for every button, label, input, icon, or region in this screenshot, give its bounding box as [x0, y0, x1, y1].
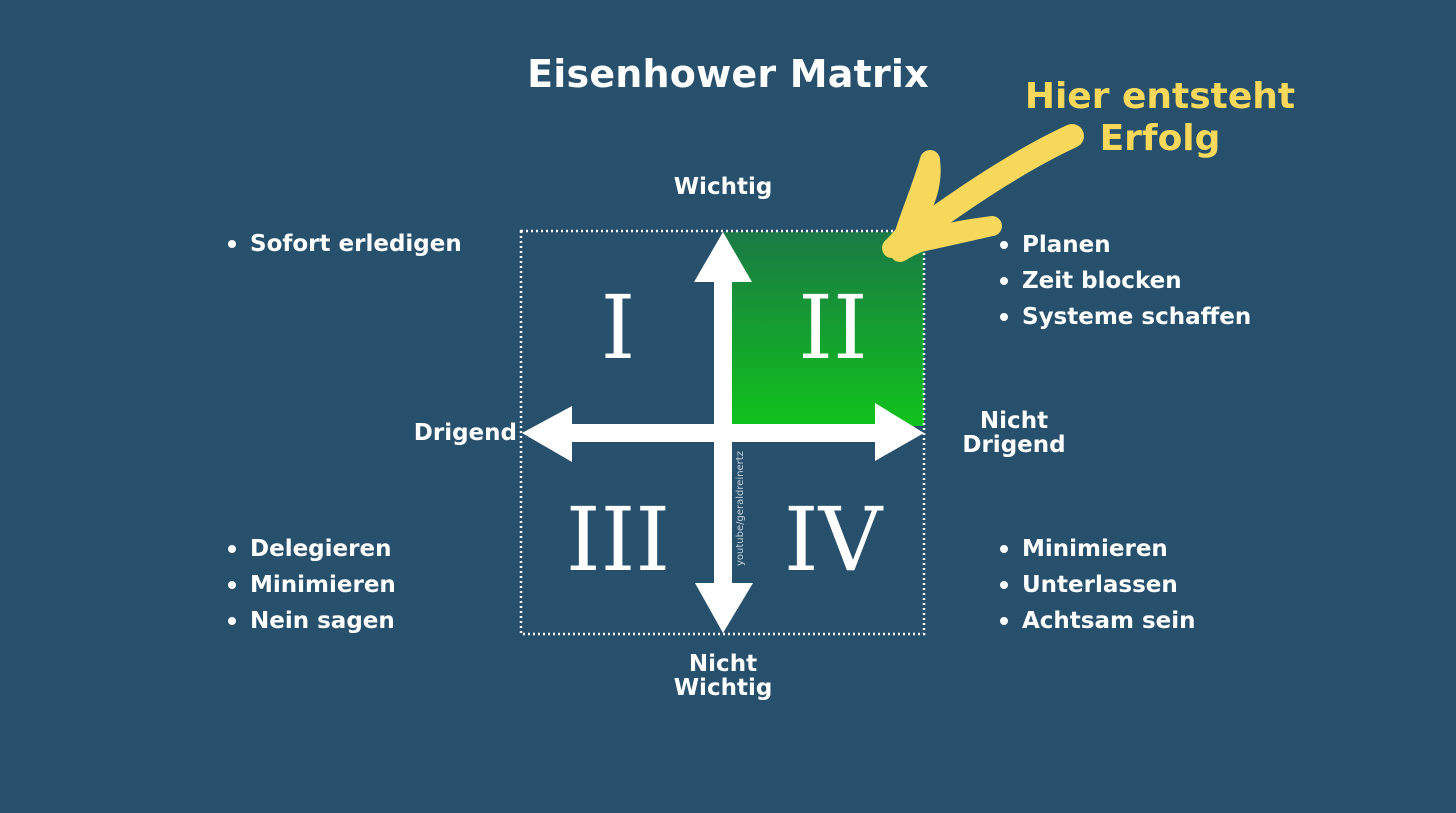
quadrant-1-actions: Sofort erledigen [228, 226, 462, 262]
axis-label-bottom-line-2: Wichtig [673, 675, 773, 701]
list-item: Systeme schaffen [1000, 299, 1251, 335]
list-item: Achtsam sein [1000, 603, 1196, 639]
quadrant-4-numeral: IV [783, 488, 883, 591]
quadrant-2-highlight [724, 232, 924, 426]
callout-arrow [882, 124, 1084, 262]
list-item: Unterlassen [1000, 567, 1196, 603]
list-item: Minimieren [1000, 531, 1196, 567]
list-item: Planen [1000, 227, 1251, 263]
list-item: Zeit blocken [1000, 263, 1251, 299]
quadrant-1-numeral: I [600, 276, 636, 379]
watermark: youtube/geraldreinertz [735, 451, 746, 566]
callout-line-1: Hier entsteht [1024, 76, 1296, 117]
quadrant-3-actions: Delegieren Minimieren Nein sagen [228, 531, 396, 639]
callout-text: Hier entsteht Erfolg [1010, 76, 1310, 160]
list-item: Delegieren [228, 531, 396, 567]
axis-label-bottom: Nicht Wichtig [623, 652, 823, 700]
matrix-frame [519, 229, 926, 636]
axis-label-left: Drigend [413, 420, 517, 446]
quadrant-3-numeral: III [565, 488, 671, 591]
axis-label-bottom-line-1: Nicht [688, 651, 758, 677]
horizontal-axis-arrow [522, 403, 924, 462]
axis-label-top: Wichtig [673, 174, 773, 200]
page-title: Eisenhower Matrix [527, 52, 929, 96]
list-item: Minimieren [228, 567, 396, 603]
axis-label-right-line-2: Drigend [962, 432, 1066, 458]
list-item: Sofort erledigen [228, 226, 462, 262]
quadrant-4-actions: Minimieren Unterlassen Achtsam sein [1000, 531, 1196, 639]
quadrant-2-actions: Planen Zeit blocken Systeme schaffen [1000, 227, 1251, 335]
callout-line-2: Erfolg [1099, 118, 1221, 159]
axis-label-right: Nicht Drigend [944, 409, 1084, 457]
list-item: Nein sagen [228, 603, 396, 639]
axis-label-right-line-1: Nicht [979, 408, 1049, 434]
quadrant-2-numeral: II [798, 276, 868, 379]
